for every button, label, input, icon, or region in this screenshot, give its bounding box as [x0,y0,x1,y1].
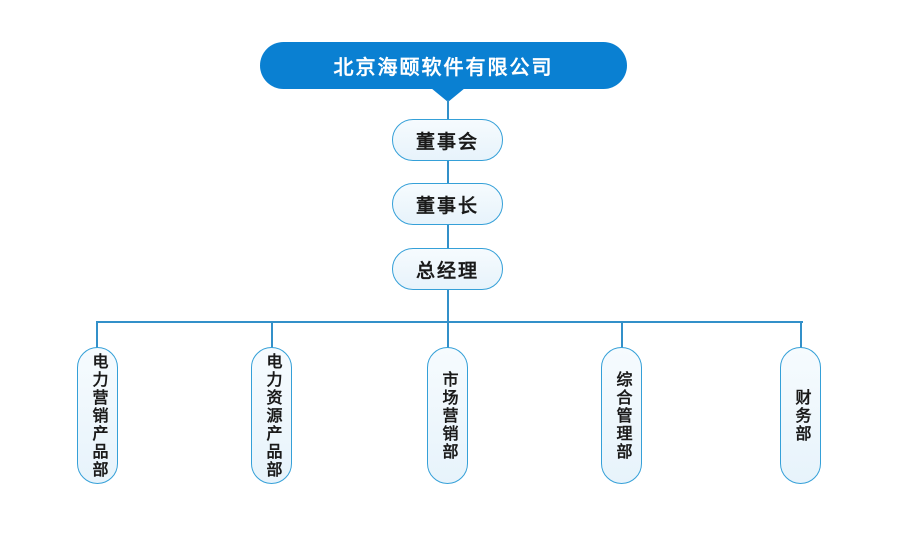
node-label: 董事长 [415,195,479,217]
node-power-marketing-products-dept: 电力营销产品部 [77,347,118,484]
org-root-label: 北京海颐软件有限公司 [333,57,554,79]
node-marketing-dept: 市场营销部 [427,347,468,484]
connector-chairman-to-gm [447,224,449,249]
node-label: 电力资源产品部 [263,352,281,479]
node-label: 总经理 [415,260,479,282]
node-general-manager: 总经理 [392,248,503,290]
connector-drop-dept-5 [800,322,802,348]
connector-horizontal-bus [96,321,803,323]
node-general-management-dept: 综合管理部 [601,347,642,484]
node-label: 市场营销部 [439,370,457,461]
root-pointer-triangle [431,88,465,102]
node-label: 董事会 [415,131,479,153]
connector-drop-dept-1 [96,322,98,348]
connector-drop-dept-4 [621,322,623,348]
org-root-node: 北京海颐软件有限公司 [260,42,627,89]
node-finance-dept: 财务部 [780,347,821,484]
node-label: 电力营销产品部 [89,352,107,479]
node-board-of-directors: 董事会 [392,119,503,161]
connector-drop-dept-2 [271,322,273,348]
connector-drop-dept-3 [447,322,449,348]
connector-board-to-chairman [447,160,449,184]
connector-root-to-board [447,100,449,120]
node-label: 财务部 [792,388,810,443]
node-label: 综合管理部 [613,370,631,461]
node-power-resource-products-dept: 电力资源产品部 [251,347,292,484]
connector-gm-to-bus [447,289,449,322]
node-chairman: 董事长 [392,183,503,225]
